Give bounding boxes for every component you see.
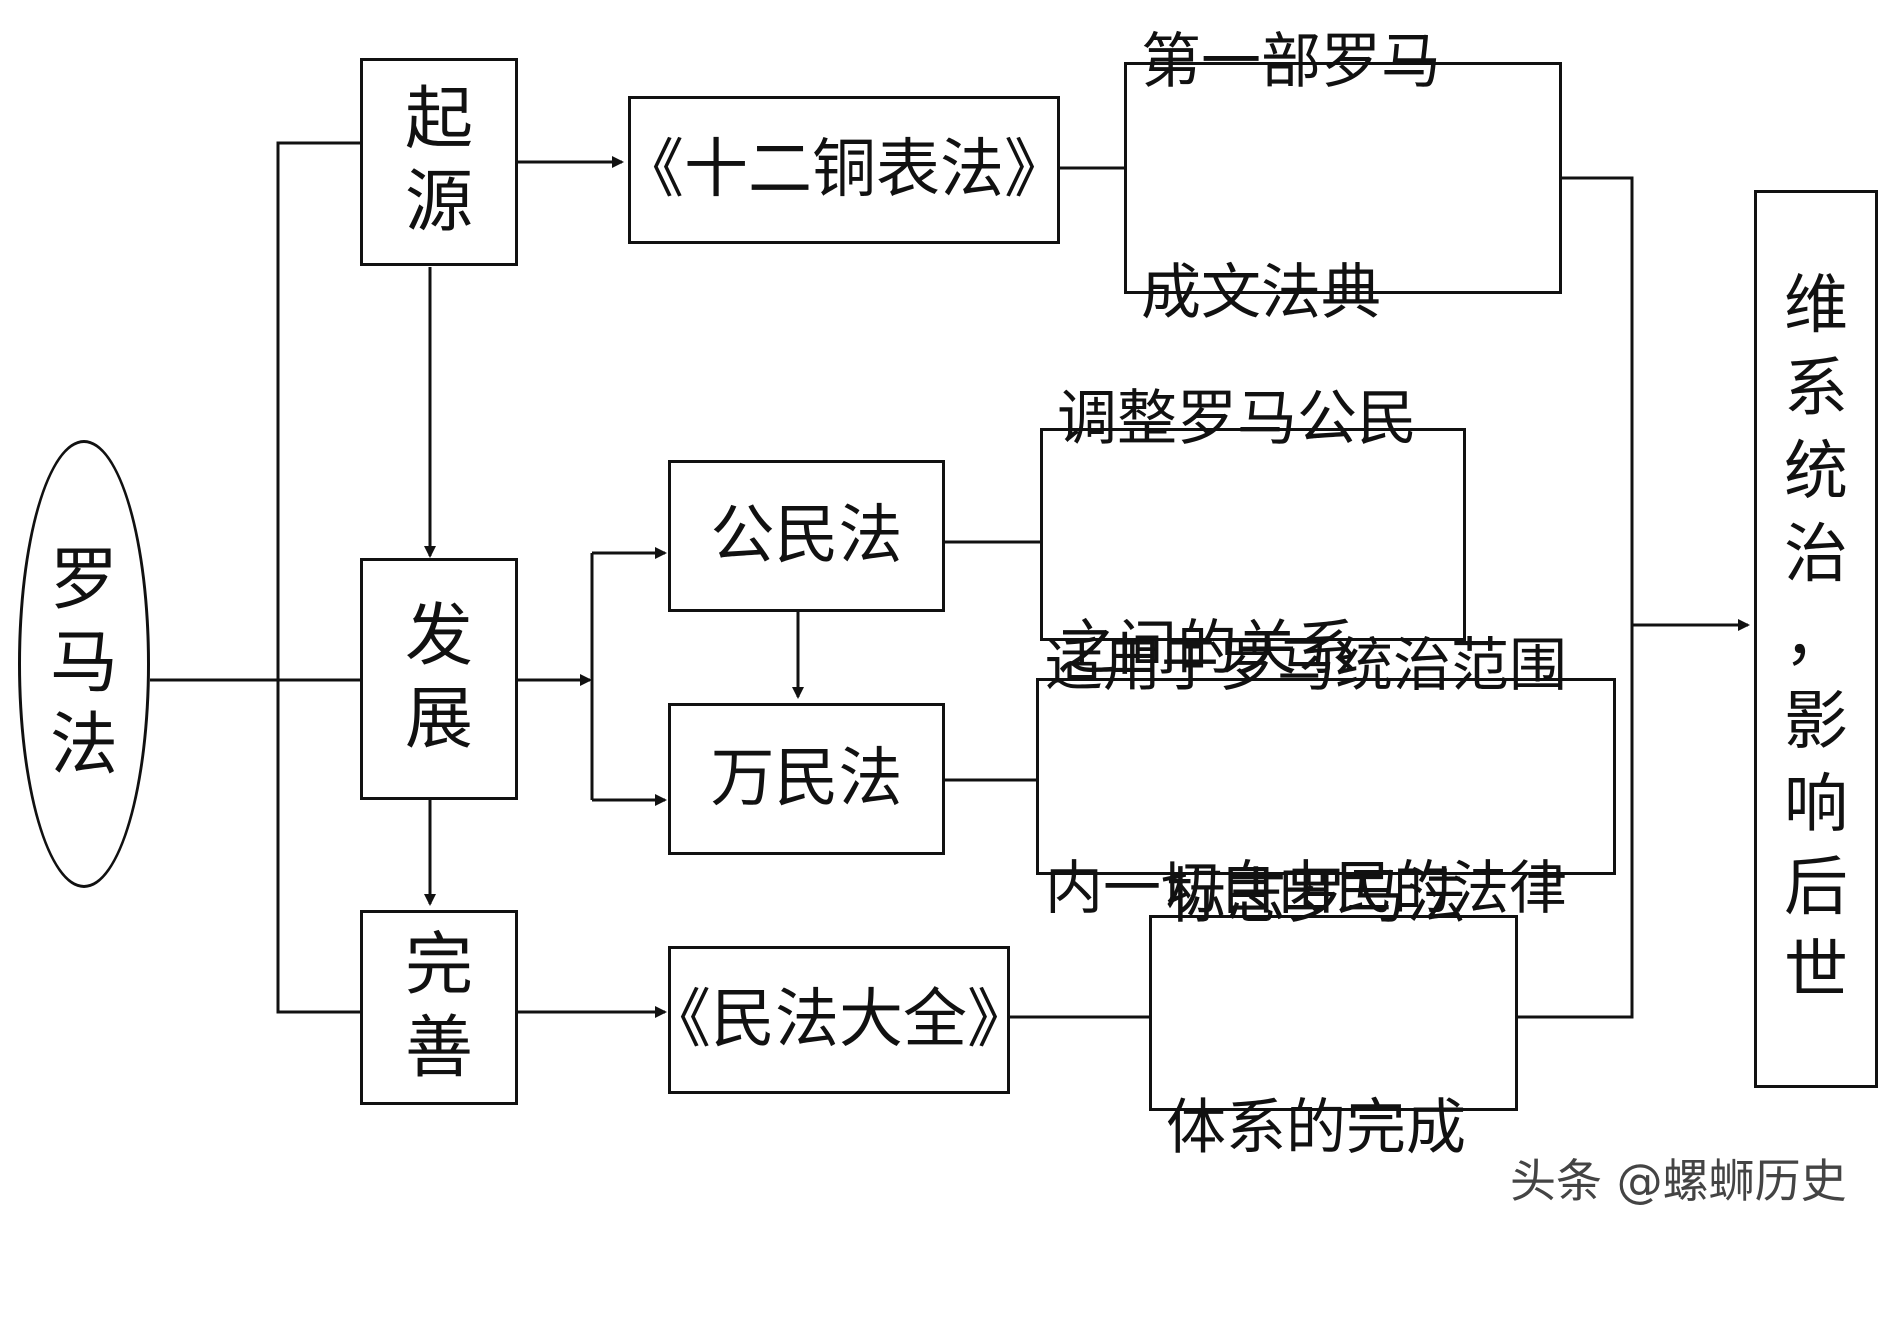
result-char: 统 [1784,435,1848,510]
result-char: 后 [1784,850,1848,925]
law-law-of-nations: 万民法 [668,703,945,855]
law-civil-law: 公民法 [668,460,945,612]
stage-char: 展 [404,680,473,759]
desc-line: 成文法典 [1141,257,1381,328]
stage-char: 完 [404,925,473,1005]
stage-origin: 起 源 [360,58,518,266]
desc-law-of-nations: 适用于罗马统治范围 内一切自由民的法律 [1036,631,1616,922]
result-char: 影 [1784,684,1848,759]
stage-perfection: 完 善 [360,910,518,1105]
law-corpus-juris: 《民法大全》 [647,946,1031,1094]
root-node-roman-law: 罗 马 法 [18,440,150,888]
result-char: 维 [1784,268,1848,343]
law-label: 公民法 [710,498,903,573]
root-char: 法 [49,706,118,786]
law-label: 《十二铜表法》 [620,132,1068,207]
law-label: 《民法大全》 [647,982,1031,1057]
desc-twelve-tables: 第一部罗马 成文法典 [1124,27,1562,328]
connector-lines [150,141,1750,1019]
left-trunk [276,141,360,1014]
result-maintain-rule: 维 系 统 治 ， 影 响 后 世 [1754,190,1878,1088]
stage-char: 发 [404,597,473,677]
stage-char: 起 [404,80,473,160]
law-twelve-tables: 《十二铜表法》 [620,96,1068,244]
result-char: 世 [1784,934,1848,1009]
stage-char: 源 [404,163,473,242]
desc-line: 适用于罗马统治范围 [1045,631,1568,700]
watermark: 头条 @螺蛳历史 [1510,1154,1847,1208]
desc-line: 第一部罗马 [1141,27,1441,98]
root-char: 罗 [49,540,118,620]
result-char: 系 [1784,351,1848,426]
roman-law-diagram: 罗 马 法 起 源 发 展 完 善 《十二铜表法》 公民法 万民法 《民法大全》 [18,27,1878,1208]
desc-line: 调整罗马公民 [1057,383,1417,454]
desc-line: 标志罗马法 [1166,862,1466,933]
desc-civil-law: 调整罗马公民 之间的关系 [1040,384,1466,684]
desc-corpus-juris: 标志罗马法 体系的完成 [1149,862,1518,1163]
stage-development: 发 展 [360,558,518,800]
result-char: 治 [1784,518,1848,593]
result-char: 响 [1784,767,1848,842]
result-char: ， [1784,601,1848,676]
desc-line: 内一切自由民的法律 [1045,853,1568,922]
desc-line: 体系的完成 [1166,1092,1466,1163]
stage-char: 善 [404,1008,473,1088]
right-bracket [1518,176,1634,1019]
root-char: 马 [49,623,118,703]
desc-line: 之间的关系 [1057,614,1357,685]
law-label: 万民法 [710,741,903,816]
